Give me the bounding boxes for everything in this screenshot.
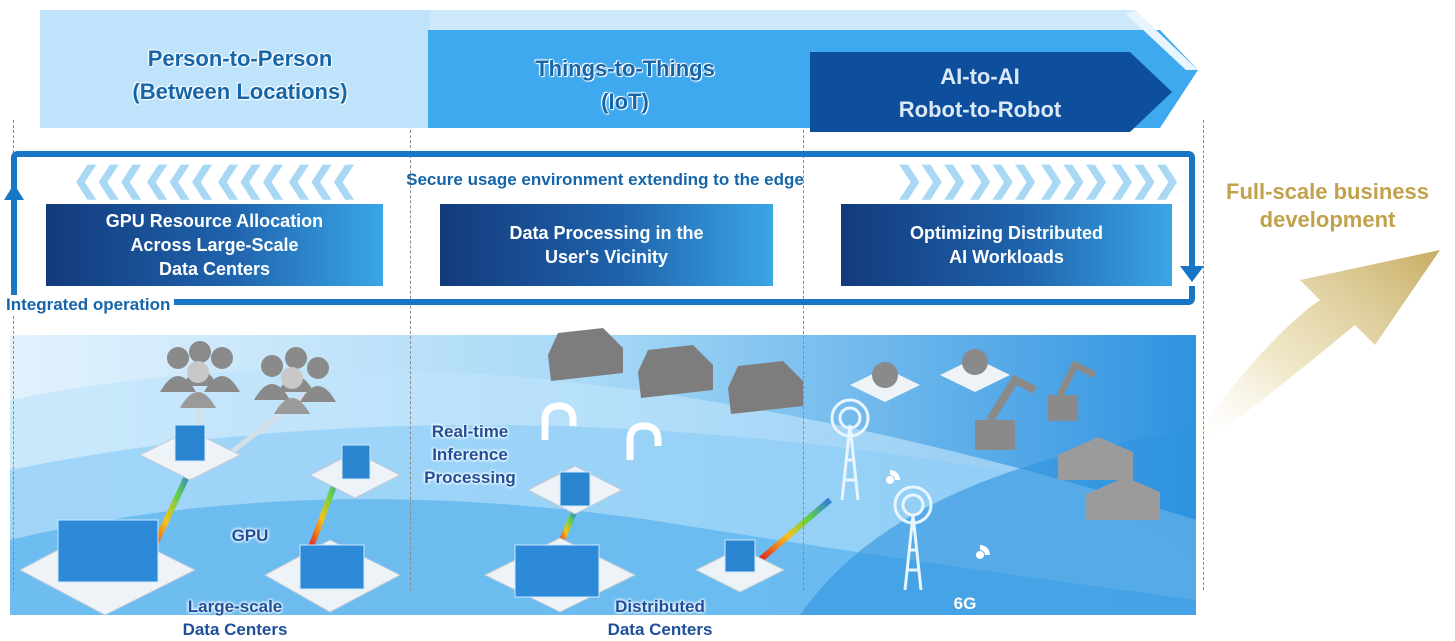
up-arrow-icon: [4, 184, 24, 200]
phase-3-line1: AI-to-AI: [940, 64, 1020, 89]
divider-3: [803, 120, 804, 590]
right-chevrons-icon: ❯❯❯ ❯❯❯ ❯❯❯ ❯❯❯: [895, 161, 1181, 199]
box-2-line2: User's Vicinity: [544, 247, 668, 267]
distributed-dc-label: Distributed Data Centers: [580, 595, 740, 641]
phase-2-line2: (IoT): [601, 89, 649, 114]
business-development-text: Full-scale business development: [1195, 178, 1455, 234]
divider-2: [410, 120, 411, 590]
distributed-line2: Data Centers: [607, 620, 713, 639]
realtime-line2: Inference: [432, 445, 508, 464]
6g-label: 6G: [953, 594, 977, 613]
box-1-line1: GPU Resource Allocation: [105, 211, 324, 231]
gpu-label: GPU: [231, 526, 269, 545]
left-chevrons-icon: ❮❮❮ ❮❮❮ ❮❮❮ ❮❮❮: [72, 161, 358, 199]
box-3-line2: AI Workloads: [949, 247, 1064, 267]
phase-1-line1: Person-to-Person: [147, 46, 333, 71]
car-icons: [548, 328, 803, 414]
phase-arrow: [40, 10, 1198, 132]
realtime-line3: Processing: [424, 468, 516, 487]
box-1-line2: Across Large-Scale: [130, 235, 299, 255]
box-distributed-ai: Optimizing Distributed AI Workloads: [841, 204, 1172, 286]
secure-environment-text: Secure usage environment extending to th…: [406, 170, 804, 189]
phase-2-title: Things-to-Things (IoT): [460, 52, 790, 118]
divider-1: [13, 120, 14, 590]
business-line1: Full-scale business: [1226, 179, 1429, 204]
phase-2-line1: Things-to-Things: [535, 56, 715, 81]
realtime-inference-label: Real-time Inference Processing: [415, 420, 525, 489]
phase-1-line2: (Between Locations): [132, 79, 348, 104]
phase-3-title: AI-to-AI Robot-to-Robot: [830, 60, 1130, 126]
business-line2: development: [1259, 207, 1396, 232]
uturn-arrow-icons: [541, 402, 662, 460]
divider-4: [1203, 120, 1204, 590]
box-data-processing: Data Processing in the User's Vicinity: [440, 204, 773, 286]
box-2-line1: Data Processing in the: [509, 223, 704, 243]
phase-3-line2: Robot-to-Robot: [898, 97, 1062, 122]
large-scale-dc-label: Large-scale Data Centers: [150, 595, 320, 641]
box-3-line1: Optimizing Distributed: [910, 223, 1103, 243]
box-gpu-allocation: GPU Resource Allocation Across Large-Sca…: [46, 204, 383, 286]
robot-and-factory-icons: [850, 349, 1160, 520]
box-1-line3: Data Centers: [158, 259, 271, 279]
realtime-line1: Real-time: [431, 422, 509, 441]
large-scale-line1: Large-scale: [187, 597, 283, 616]
integrated-operation-label: Integrated operation: [2, 295, 175, 315]
tower-icons: [830, 398, 933, 591]
wifi-icons: [886, 470, 990, 559]
people-icon: [160, 341, 336, 414]
down-arrow-icon: [1180, 266, 1204, 282]
phase-1-title: Person-to-Person (Between Locations): [70, 42, 410, 108]
distributed-line1: Distributed: [615, 597, 705, 616]
server-platforms: [18, 424, 786, 616]
large-scale-line2: Data Centers: [182, 620, 288, 639]
